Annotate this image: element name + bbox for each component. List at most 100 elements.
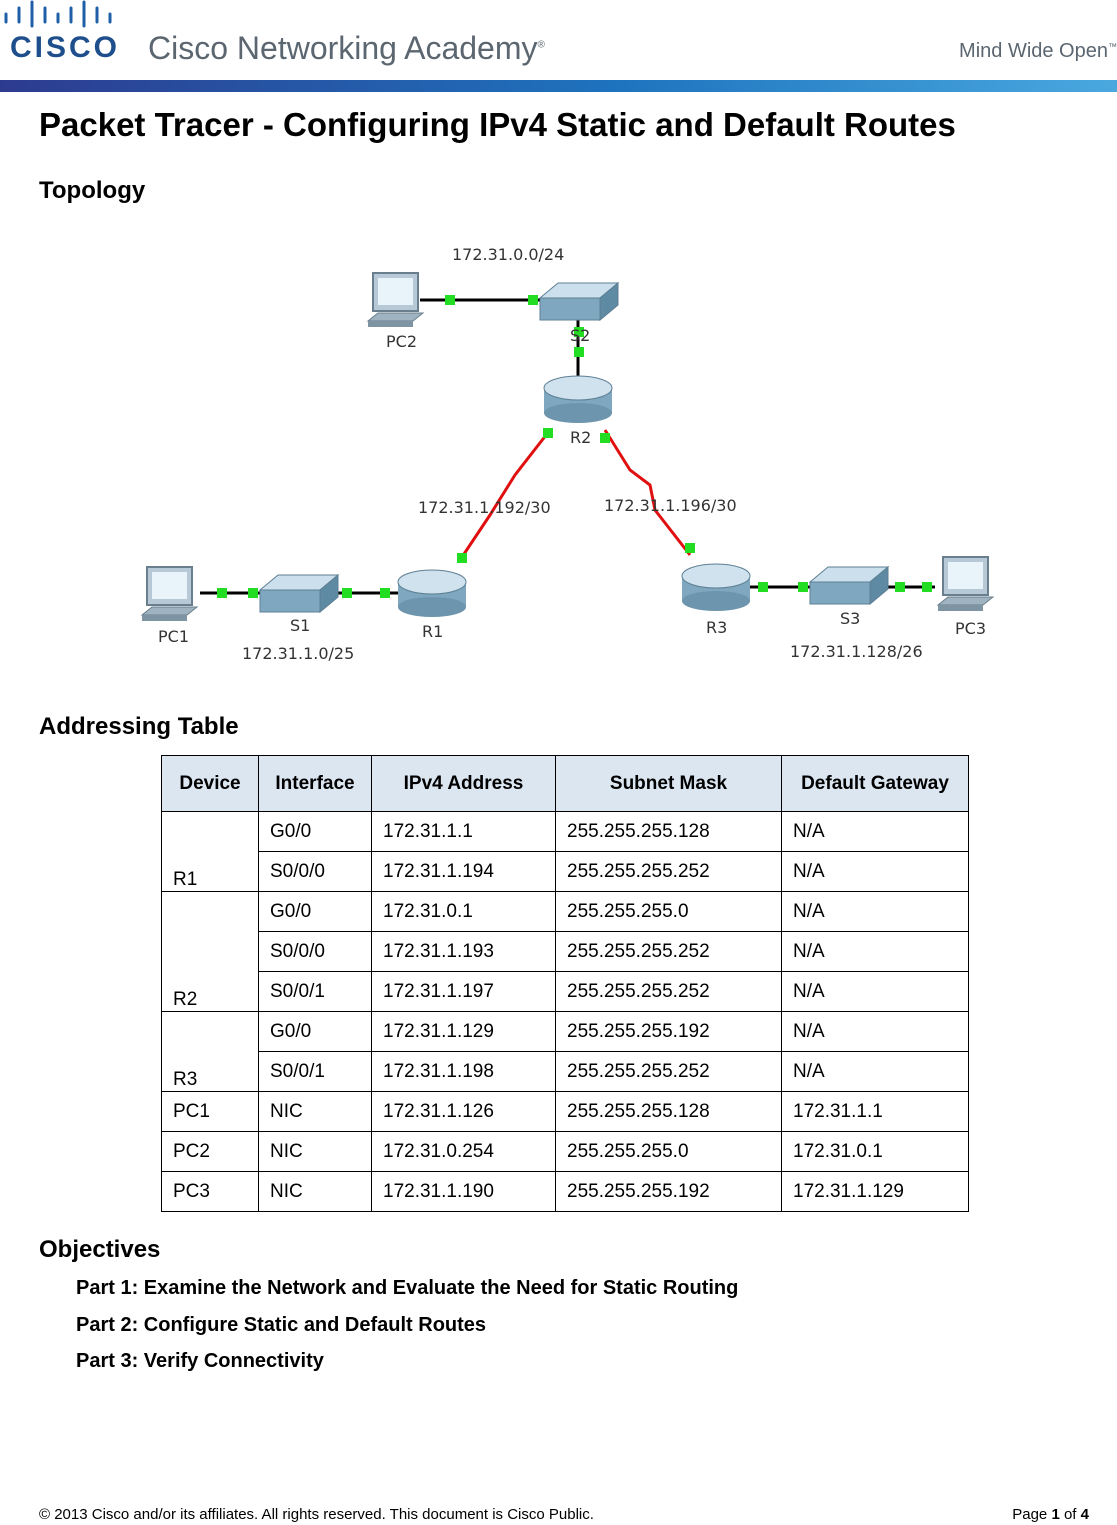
net-label: 172.31.1.128/26 [790, 642, 923, 661]
mask-cell: 255.255.255.252 [555, 851, 782, 892]
header-band [0, 80, 1117, 92]
interface-cell: NIC [258, 1131, 372, 1172]
interface-cell: S0/0/0 [258, 851, 372, 892]
link-r2-r3 [603, 429, 692, 556]
ipv4-cell: 172.31.0.1 [371, 891, 556, 932]
interface-cell: G0/0 [258, 891, 372, 932]
tagline: Mind Wide Open™ [959, 40, 1117, 62]
switch-icon [538, 281, 620, 322]
ipv4-cell: 172.31.1.126 [371, 1091, 556, 1132]
ipv4-cell: 172.31.1.194 [371, 851, 556, 892]
net-label: 172.31.0.0/24 [452, 245, 564, 264]
device-cell: PC1 [161, 1091, 259, 1132]
ipv4-cell: 172.31.1.198 [371, 1051, 556, 1092]
device-label: S3 [840, 609, 860, 628]
column-header: Device [161, 755, 259, 812]
addressing-table: Device Interface IPv4 Address Subnet Mas… [161, 755, 969, 1212]
mask-cell: 255.255.255.192 [555, 1171, 782, 1212]
mask-cell: 255.255.255.192 [555, 1011, 782, 1052]
table-row: PC3 NIC 172.31.1.190 255.255.255.192 172… [161, 1171, 969, 1212]
footer-copyright: © 2013 Cisco and/or its affiliates. All … [39, 1506, 594, 1523]
academy-name: Cisco Networking Academy® [148, 30, 545, 66]
table-row: PC1 NIC 172.31.1.126 255.255.255.128 172… [161, 1091, 969, 1132]
pc-icon [140, 566, 199, 621]
interface-cell: G0/0 [258, 811, 372, 852]
mask-cell: 255.255.255.0 [555, 1131, 782, 1172]
ipv4-cell: 172.31.1.190 [371, 1171, 556, 1212]
table-row: R3 G0/0 172.31.1.129 255.255.255.192 N/A [161, 1011, 969, 1092]
gateway-cell: N/A [781, 971, 969, 1012]
device-label: PC2 [386, 332, 417, 351]
gateway-cell: 172.31.1.129 [781, 1171, 969, 1212]
cisco-wordmark: CISCO [10, 31, 121, 64]
device-label: PC1 [158, 627, 189, 646]
link-r1-r2 [460, 429, 552, 558]
device-label: PC3 [955, 619, 986, 638]
gateway-cell: N/A [781, 931, 969, 972]
mask-cell: 255.255.255.252 [555, 1051, 782, 1092]
table-header-row: Device Interface IPv4 Address Subnet Mas… [161, 755, 969, 812]
device-cell: PC3 [161, 1171, 259, 1212]
interface-cell: NIC [258, 1091, 372, 1132]
ipv4-cell: 172.31.0.254 [371, 1131, 556, 1172]
ipv4-cell: 172.31.1.129 [371, 1011, 556, 1052]
interface-cell: S0/0/1 [258, 971, 372, 1012]
net-label: 172.31.1.192/30 [418, 498, 551, 517]
net-label: 172.31.1.196/30 [604, 496, 737, 515]
device-label: R2 [570, 428, 591, 447]
router-icon [681, 563, 751, 611]
gateway-cell: N/A [781, 811, 969, 852]
device-cell: R2 [161, 891, 259, 1012]
device-label: R3 [706, 618, 727, 637]
switch-icon [258, 573, 340, 614]
table-row: S0/0/1 172.31.1.198 255.255.255.252 N/A [162, 1051, 969, 1092]
addressing-heading: Addressing Table [39, 713, 239, 740]
table-row: R2 G0/0 172.31.0.1 255.255.255.0 N/A [161, 891, 969, 1012]
topology-diagram: 172.31.0.0/24 PC2 S2 R2 172.31.1.192/30 … [140, 245, 995, 663]
mask-cell: 255.255.255.128 [555, 1091, 782, 1132]
router-icon [543, 375, 613, 423]
device-label: R1 [422, 622, 443, 641]
device-cell: PC2 [161, 1131, 259, 1172]
device-label: S1 [290, 616, 310, 635]
switch-icon [808, 565, 890, 606]
table-row: S0/0/0 172.31.1.194 255.255.255.252 N/A [162, 851, 969, 892]
page-header: CISCO Cisco Networking Academy® Mind Wid… [0, 0, 1117, 92]
objective-item: Part 1: Examine the Network and Evaluate… [76, 1277, 739, 1299]
column-header: Subnet Mask [555, 755, 782, 812]
gateway-cell: N/A [781, 1011, 969, 1052]
page-title: Packet Tracer - Configuring IPv4 Static … [39, 106, 956, 143]
device-label: S2 [570, 326, 590, 345]
pc-icon [936, 556, 995, 611]
gateway-cell: N/A [781, 851, 969, 892]
interface-cell: G0/0 [258, 1011, 372, 1052]
topology-heading: Topology [39, 177, 146, 204]
device-cell: R3 [161, 1011, 259, 1092]
gateway-cell: 172.31.0.1 [781, 1131, 969, 1172]
column-header: IPv4 Address [371, 755, 556, 812]
mask-cell: 255.255.255.252 [555, 971, 782, 1012]
link-endpoints [217, 295, 932, 598]
column-header: Default Gateway [781, 755, 969, 812]
interface-cell: NIC [258, 1171, 372, 1212]
device-cell: R1 [161, 811, 259, 892]
interface-cell: S0/0/1 [258, 1051, 372, 1092]
table-row: S0/0/1 172.31.1.197 255.255.255.252 N/A [162, 971, 969, 1012]
footer-page-number: Page 1 of 4 [1012, 1506, 1089, 1523]
table-row: PC2 NIC 172.31.0.254 255.255.255.0 172.3… [161, 1131, 969, 1172]
table-row: S0/0/0 172.31.1.193 255.255.255.252 N/A [162, 931, 969, 972]
gateway-cell: N/A [781, 1051, 969, 1092]
objective-item: Part 2: Configure Static and Default Rou… [76, 1314, 487, 1336]
interface-cell: S0/0/0 [258, 931, 372, 972]
objectives-heading: Objectives [39, 1236, 161, 1263]
column-header: Interface [258, 755, 372, 812]
cisco-bridge-logo-icon [4, 0, 112, 28]
router-icon [397, 569, 467, 617]
net-label: 172.31.1.0/25 [242, 644, 354, 663]
table-row: R1 G0/0 172.31.1.1 255.255.255.128 N/A [161, 811, 969, 892]
gateway-cell: N/A [781, 891, 969, 932]
mask-cell: 255.255.255.128 [555, 811, 782, 852]
mask-cell: 255.255.255.0 [555, 891, 782, 932]
ipv4-cell: 172.31.1.193 [371, 931, 556, 972]
ipv4-cell: 172.31.1.1 [371, 811, 556, 852]
